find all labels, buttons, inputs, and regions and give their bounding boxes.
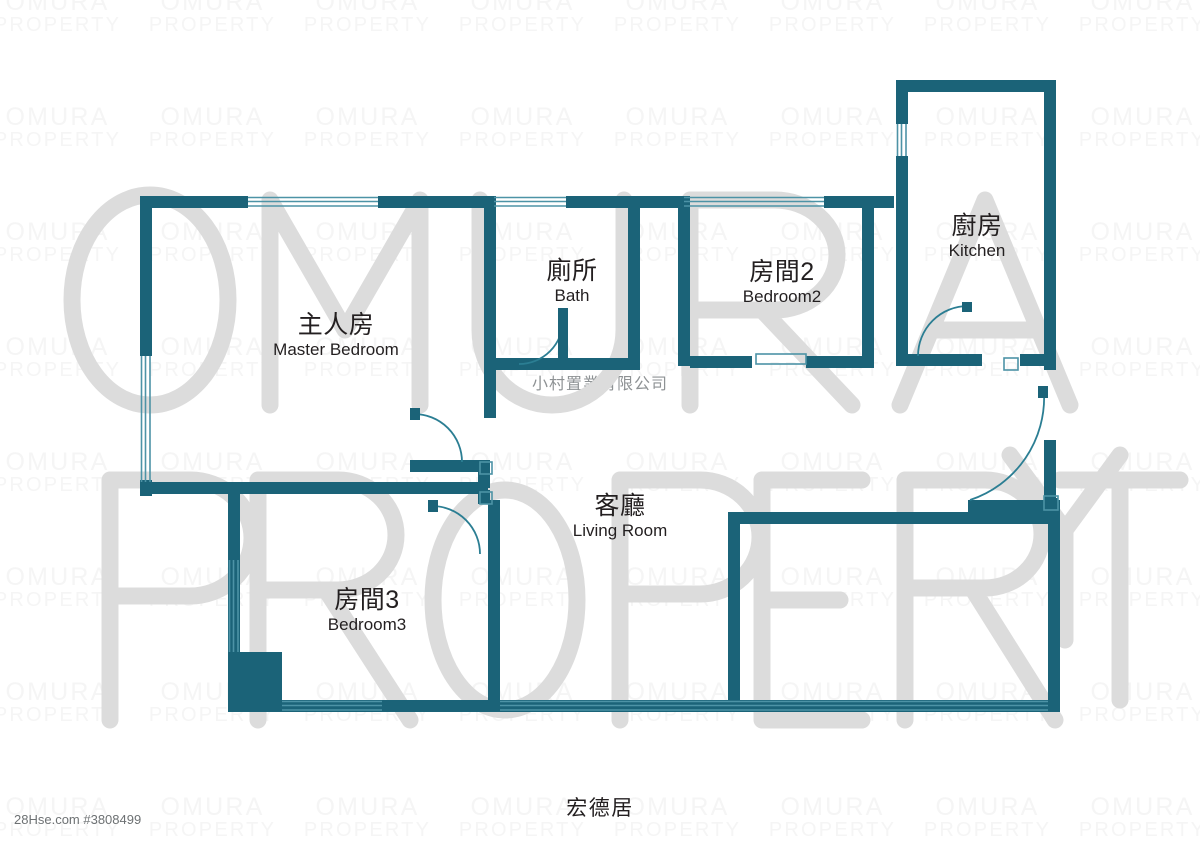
windows — [140, 124, 1059, 711]
listing-reference: 28Hse.com #3808499 — [14, 812, 142, 827]
door-leaves — [410, 302, 1048, 512]
walls — [140, 80, 1060, 712]
building-name: 宏德居 — [566, 797, 634, 820]
